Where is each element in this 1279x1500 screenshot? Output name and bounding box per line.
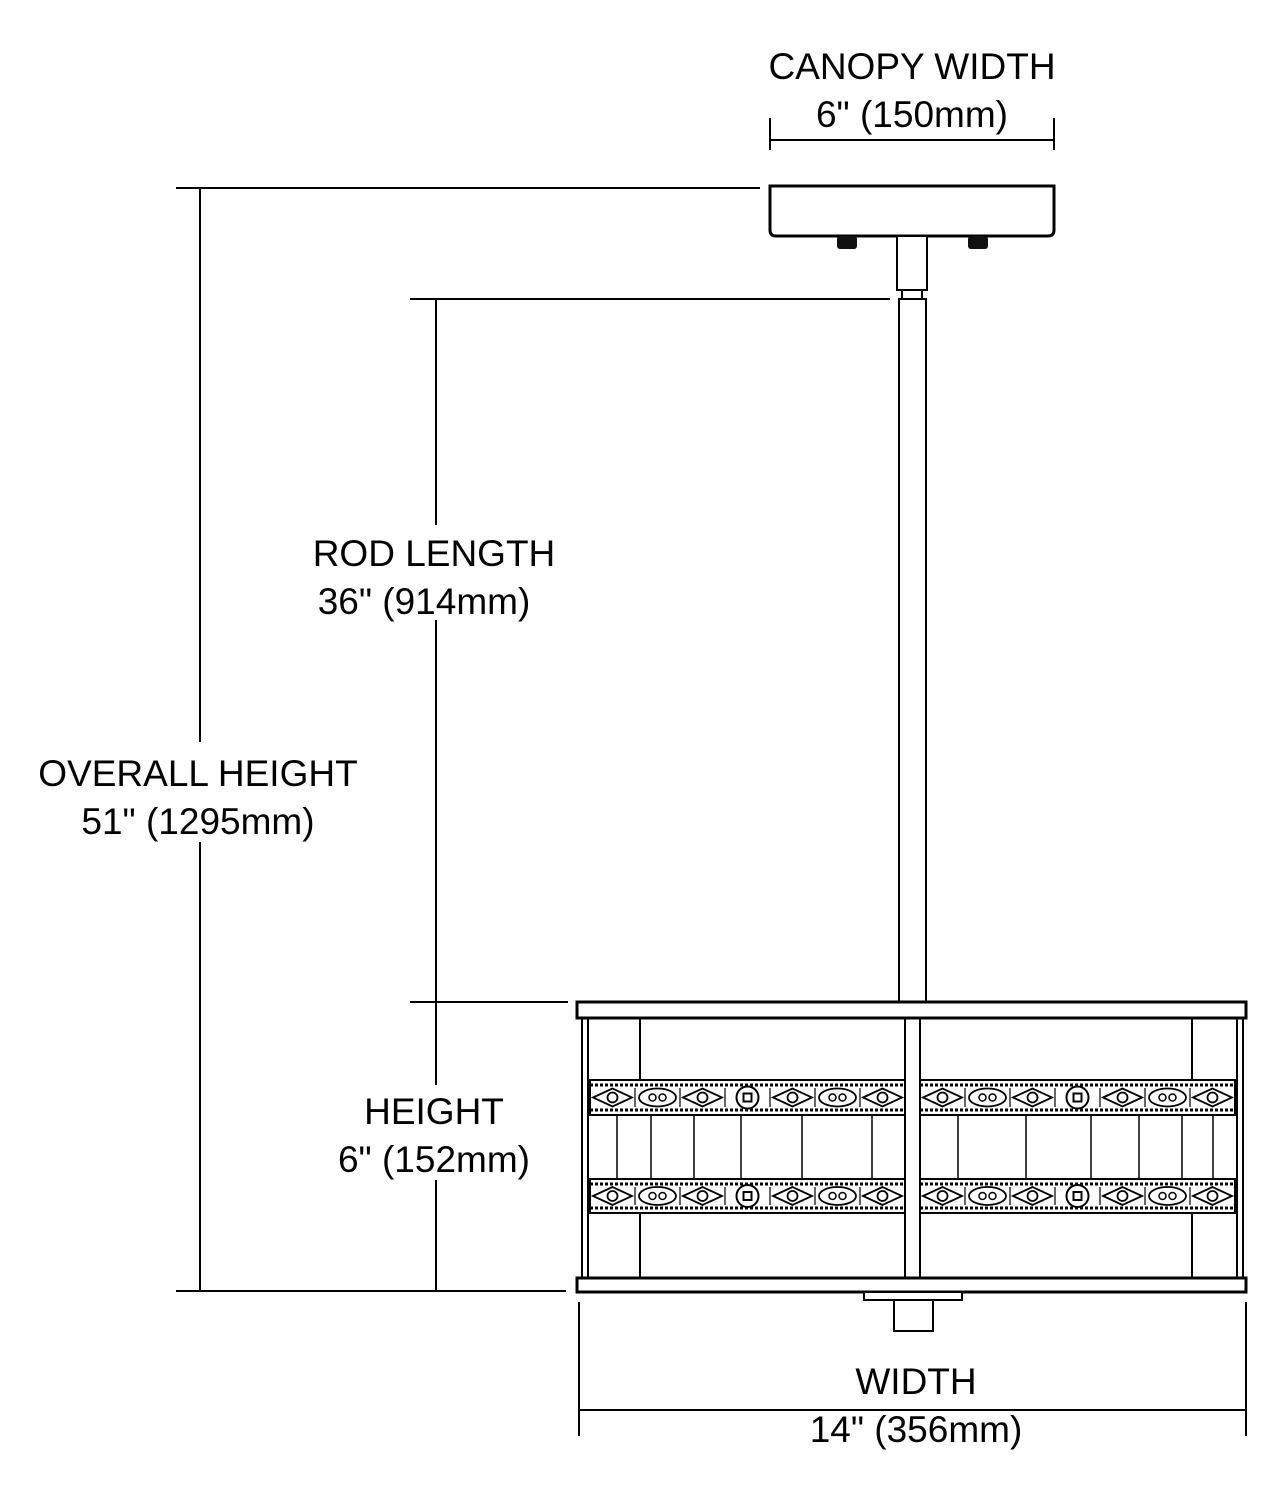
- diamond-center: [1206, 1190, 1219, 1202]
- diamond-center: [876, 1190, 889, 1202]
- diamond-motif: [770, 1087, 815, 1108]
- oval-motif: [818, 1186, 857, 1206]
- scroll-circle: [658, 1093, 667, 1102]
- rosette-center: [1072, 1092, 1083, 1103]
- top-plate: [575, 1000, 1248, 1020]
- scroll-circle: [988, 1191, 997, 1201]
- decorative-band: [589, 1079, 1236, 1116]
- oval-motif: [818, 1087, 857, 1108]
- scroll-circle: [838, 1093, 847, 1102]
- diamond-motif: [680, 1087, 725, 1108]
- width-label: WIDTH: [855, 1361, 976, 1402]
- canopy-width-label: CANOPY WIDTH: [768, 46, 1055, 87]
- decorative-band: [589, 1178, 1236, 1214]
- diamond-motif: [1010, 1087, 1055, 1108]
- rosette-motif: [1065, 1184, 1090, 1208]
- scroll-circle: [1168, 1191, 1177, 1201]
- diamond-center: [696, 1190, 709, 1202]
- diamond-center: [1116, 1091, 1129, 1104]
- diamond-center: [1206, 1091, 1219, 1104]
- rosette-motif: [1065, 1085, 1090, 1110]
- diamond-motif: [1100, 1087, 1145, 1108]
- canopy-screw-left: [837, 236, 857, 249]
- canopy: [768, 184, 1056, 300]
- diamond-center: [1026, 1091, 1039, 1104]
- overall-height-value: 51" (1295mm): [81, 801, 314, 842]
- decorative-bands: [589, 1079, 1236, 1214]
- diamond-motif: [680, 1186, 725, 1206]
- scroll-circle: [988, 1093, 997, 1102]
- shade-frame: [575, 1000, 1248, 1332]
- scroll-circle: [1158, 1191, 1167, 1201]
- diamond-motif: [590, 1186, 635, 1206]
- diamond-center: [936, 1190, 949, 1202]
- overall-height-label: OVERALL HEIGHT: [38, 753, 357, 794]
- rosette-motif: [735, 1085, 760, 1110]
- scroll-circle: [978, 1093, 987, 1102]
- center-stem: [904, 1017, 921, 1279]
- diamond-motif: [1100, 1186, 1145, 1206]
- oval-motif: [638, 1186, 677, 1206]
- rosette-center: [742, 1092, 753, 1103]
- diamond-motif: [860, 1087, 905, 1108]
- glass-panel-dividers: [616, 1115, 1214, 1179]
- scroll-circle: [1158, 1093, 1167, 1102]
- bottom-plate: [575, 1276, 1248, 1294]
- scroll-circle: [648, 1191, 657, 1201]
- diamond-center: [606, 1190, 619, 1202]
- diamond-motif: [920, 1186, 965, 1206]
- overall-height-dimension: OVERALL HEIGHT 51" (1295mm): [38, 187, 760, 1292]
- diamond-motif: [590, 1087, 635, 1108]
- oval-motif: [968, 1186, 1007, 1206]
- diamond-center: [1026, 1190, 1039, 1202]
- width-value: 14" (356mm): [810, 1409, 1023, 1450]
- height-dimension: HEIGHT 6" (152mm): [338, 1001, 568, 1180]
- oval-motif: [968, 1087, 1007, 1108]
- diamond-center: [1116, 1190, 1129, 1202]
- oval-motif: [1148, 1087, 1187, 1108]
- rosette-motif: [735, 1184, 760, 1208]
- bottom-finial: [893, 1299, 934, 1332]
- rod-length-dimension: ROD LENGTH 36" (914mm): [313, 298, 890, 1291]
- scroll-circle: [838, 1191, 847, 1201]
- canopy-screw-right: [968, 236, 988, 249]
- height-label: HEIGHT: [364, 1091, 504, 1132]
- downrod: [898, 298, 927, 1003]
- scroll-circle: [828, 1093, 837, 1102]
- scroll-circle: [648, 1093, 657, 1102]
- diamond-motif: [920, 1087, 965, 1108]
- diamond-motif: [1010, 1186, 1055, 1206]
- bottom-finial-plate: [863, 1291, 963, 1301]
- scroll-circle: [978, 1191, 987, 1201]
- canopy-width-dimension: CANOPY WIDTH 6" (150mm): [768, 46, 1056, 150]
- scroll-circle: [658, 1191, 667, 1201]
- diamond-motif: [770, 1186, 815, 1206]
- rosette-center: [742, 1191, 753, 1201]
- rod-length-value: 36" (914mm): [318, 581, 531, 622]
- diamond-motif: [860, 1186, 905, 1206]
- diamond-center: [936, 1091, 949, 1104]
- rod-length-label: ROD LENGTH: [313, 533, 556, 574]
- scroll-circle: [1168, 1093, 1177, 1102]
- oval-motif: [1148, 1186, 1187, 1206]
- diamond-center: [606, 1091, 619, 1104]
- canopy-width-value: 6" (150mm): [816, 94, 1008, 135]
- height-value: 6" (152mm): [338, 1139, 530, 1180]
- diamond-center: [786, 1190, 799, 1202]
- diamond-motif: [1190, 1087, 1235, 1108]
- rosette-center: [1072, 1191, 1083, 1201]
- diamond-center: [786, 1091, 799, 1104]
- diamond-motif: [1190, 1186, 1235, 1206]
- width-dimension: WIDTH 14" (356mm): [578, 1302, 1247, 1450]
- diamond-center: [876, 1091, 889, 1104]
- scroll-circle: [828, 1191, 837, 1201]
- diamond-center: [696, 1091, 709, 1104]
- oval-motif: [638, 1087, 677, 1108]
